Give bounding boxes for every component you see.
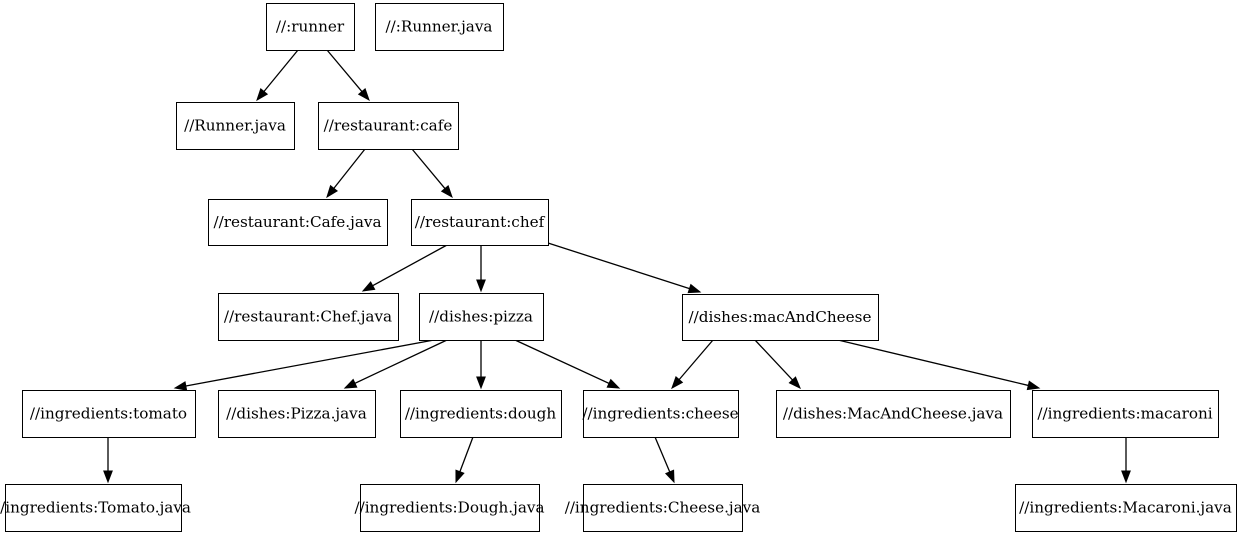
graph-node-dishes_pizza_java[interactable]: //dishes:Pizza.java: [218, 390, 376, 438]
graph-edges-layer: [103, 49, 1131, 484]
node-label: //ingredients:dough: [405, 405, 557, 423]
graph-edge: [326, 49, 370, 102]
graph-edge: [476, 245, 486, 293]
graph-edge: [671, 339, 714, 390]
node-box[interactable]: [266, 3, 355, 51]
node-box[interactable]: [1015, 484, 1237, 532]
node-label: //ingredients:tomato: [30, 405, 187, 423]
graph-node-dishes_macandcheese[interactable]: //dishes:macAndCheese: [682, 294, 879, 341]
graph-node-tomato_java[interactable]: //ingredients:Tomato.java: [0, 484, 191, 532]
graph-node-ingredients_tomato[interactable]: //ingredients:tomato: [22, 390, 196, 438]
graph-node-ingredients_dough[interactable]: //ingredients:dough: [400, 390, 562, 438]
graph-node-restaurant_cafe_java[interactable]: //restaurant:Cafe.java: [208, 199, 388, 246]
node-label: //ingredients:Cheese.java: [565, 499, 761, 517]
graph-node-dishes_mac_java[interactable]: //dishes:MacAndCheese.java: [776, 390, 1011, 438]
node-label: //:runner: [276, 18, 345, 36]
arrowhead-icon: [103, 470, 113, 484]
graph-edge: [173, 339, 435, 391]
node-box[interactable]: [5, 484, 182, 532]
graph-edge: [1121, 437, 1131, 484]
graph-node-dough_java[interactable]: //ingredients:Dough.java: [354, 484, 545, 532]
graph-edge: [547, 242, 702, 294]
node-label: //ingredients:Tomato.java: [0, 499, 191, 517]
node-label: //dishes:MacAndCheese.java: [783, 405, 1003, 423]
graph-node-runner_java_root[interactable]: //:Runner.java: [375, 3, 504, 51]
node-label: //restaurant:Chef.java: [224, 308, 392, 326]
graph-edge: [514, 339, 621, 389]
graph-node-ingredients_macaroni[interactable]: //ingredients:macaroni: [1032, 390, 1219, 438]
node-box[interactable]: [400, 390, 562, 438]
node-box[interactable]: [208, 199, 388, 246]
graph-edge: [256, 49, 299, 102]
graph-node-runner_java[interactable]: //Runner.java: [176, 102, 295, 150]
graph-edge: [837, 339, 1041, 391]
arrowhead-icon: [687, 283, 702, 294]
node-label: //restaurant:chef: [415, 213, 546, 231]
node-label: //dishes:Pizza.java: [226, 405, 367, 423]
graph-edge: [103, 437, 113, 484]
node-box[interactable]: [419, 293, 544, 341]
graph-node-ingredients_cheese[interactable]: //ingredients:cheese: [582, 390, 739, 438]
arrowhead-icon: [606, 378, 621, 389]
arrowhead-icon: [361, 281, 376, 292]
graph-node-runner_target[interactable]: //:runner: [266, 3, 355, 51]
graph-edge: [326, 148, 366, 199]
graph-edge: [654, 436, 675, 484]
arrowhead-icon: [440, 185, 453, 199]
graph-edge: [476, 340, 486, 390]
node-label: //ingredients:macaroni: [1037, 405, 1212, 423]
node-box[interactable]: [776, 390, 1011, 438]
arrowhead-icon: [1026, 380, 1041, 391]
node-label: //ingredients:Dough.java: [354, 499, 544, 517]
node-label: //restaurant:cafe: [324, 117, 453, 135]
arrowhead-icon: [343, 378, 358, 389]
graph-edge: [455, 436, 474, 484]
arrowhead-icon: [256, 87, 269, 102]
node-box[interactable]: [318, 102, 459, 150]
arrowhead-icon: [664, 469, 675, 484]
node-label: //restaurant:Cafe.java: [213, 213, 381, 231]
node-box[interactable]: [360, 484, 540, 532]
node-box[interactable]: [218, 293, 399, 341]
graph-node-restaurant_chef[interactable]: //restaurant:chef: [411, 199, 549, 246]
node-box[interactable]: [682, 294, 879, 341]
graph-edge: [411, 148, 453, 199]
graph-edge: [754, 339, 801, 390]
arrowhead-icon: [357, 88, 370, 102]
node-box[interactable]: [22, 390, 196, 438]
arrowhead-icon: [173, 381, 188, 391]
graph-node-restaurant_chef_java[interactable]: //restaurant:Chef.java: [218, 293, 399, 341]
node-box[interactable]: [411, 199, 549, 246]
graph-edge: [343, 339, 448, 389]
arrowhead-icon: [476, 376, 486, 390]
node-box[interactable]: [1032, 390, 1219, 438]
graph-node-macaroni_java[interactable]: //ingredients:Macaroni.java: [1015, 484, 1237, 532]
graph-node-cheese_java[interactable]: //ingredients:Cheese.java: [565, 484, 761, 532]
arrowhead-icon: [1121, 470, 1131, 484]
graph-node-restaurant_cafe[interactable]: //restaurant:cafe: [318, 102, 459, 150]
arrowhead-icon: [326, 184, 338, 199]
node-label: //dishes:macAndCheese: [689, 308, 872, 326]
graph-nodes-layer: //:runner //:Runner.java //Runner.java //re…: [0, 3, 1237, 532]
node-label: //ingredients:cheese: [582, 405, 738, 423]
node-box[interactable]: [583, 484, 743, 532]
graph-node-dishes_pizza[interactable]: //dishes:pizza: [419, 293, 544, 341]
arrowhead-icon: [476, 279, 486, 293]
node-box[interactable]: [583, 390, 739, 438]
node-box[interactable]: [375, 3, 504, 51]
graph-edge: [361, 244, 448, 292]
arrowhead-icon: [455, 469, 465, 484]
arrowhead-icon: [788, 376, 801, 390]
node-label: //:Runner.java: [386, 18, 493, 36]
arrowhead-icon: [671, 376, 684, 390]
node-label: //ingredients:Macaroni.java: [1019, 499, 1232, 517]
node-box[interactable]: [176, 102, 295, 150]
node-label: //Runner.java: [184, 117, 286, 135]
node-box[interactable]: [218, 390, 376, 438]
node-label: //dishes:pizza: [429, 308, 533, 326]
